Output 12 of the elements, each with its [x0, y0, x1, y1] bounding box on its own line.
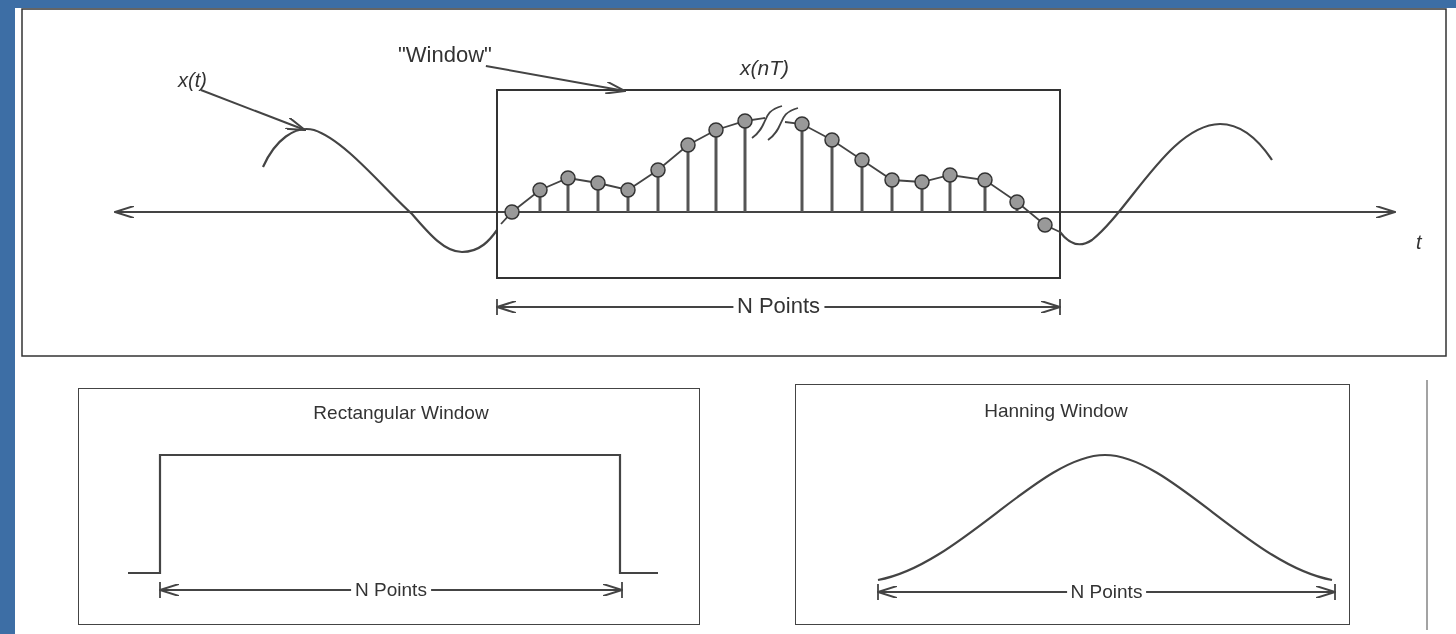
panel-title: Hanning Window — [984, 401, 1128, 420]
sample-label: x(nT) — [740, 57, 789, 78]
signal-label: x(t) — [178, 70, 207, 90]
axis-label: t — [1416, 232, 1422, 252]
window-frame — [496, 89, 1061, 279]
panel-title: Rectangular Window — [313, 403, 489, 422]
chart-panel — [78, 388, 700, 625]
leader-arrow — [484, 65, 626, 95]
window-label: "Window" — [398, 44, 492, 66]
chart-panel — [795, 384, 1350, 625]
leader-arrow — [199, 89, 306, 132]
signal-curve — [262, 128, 498, 254]
